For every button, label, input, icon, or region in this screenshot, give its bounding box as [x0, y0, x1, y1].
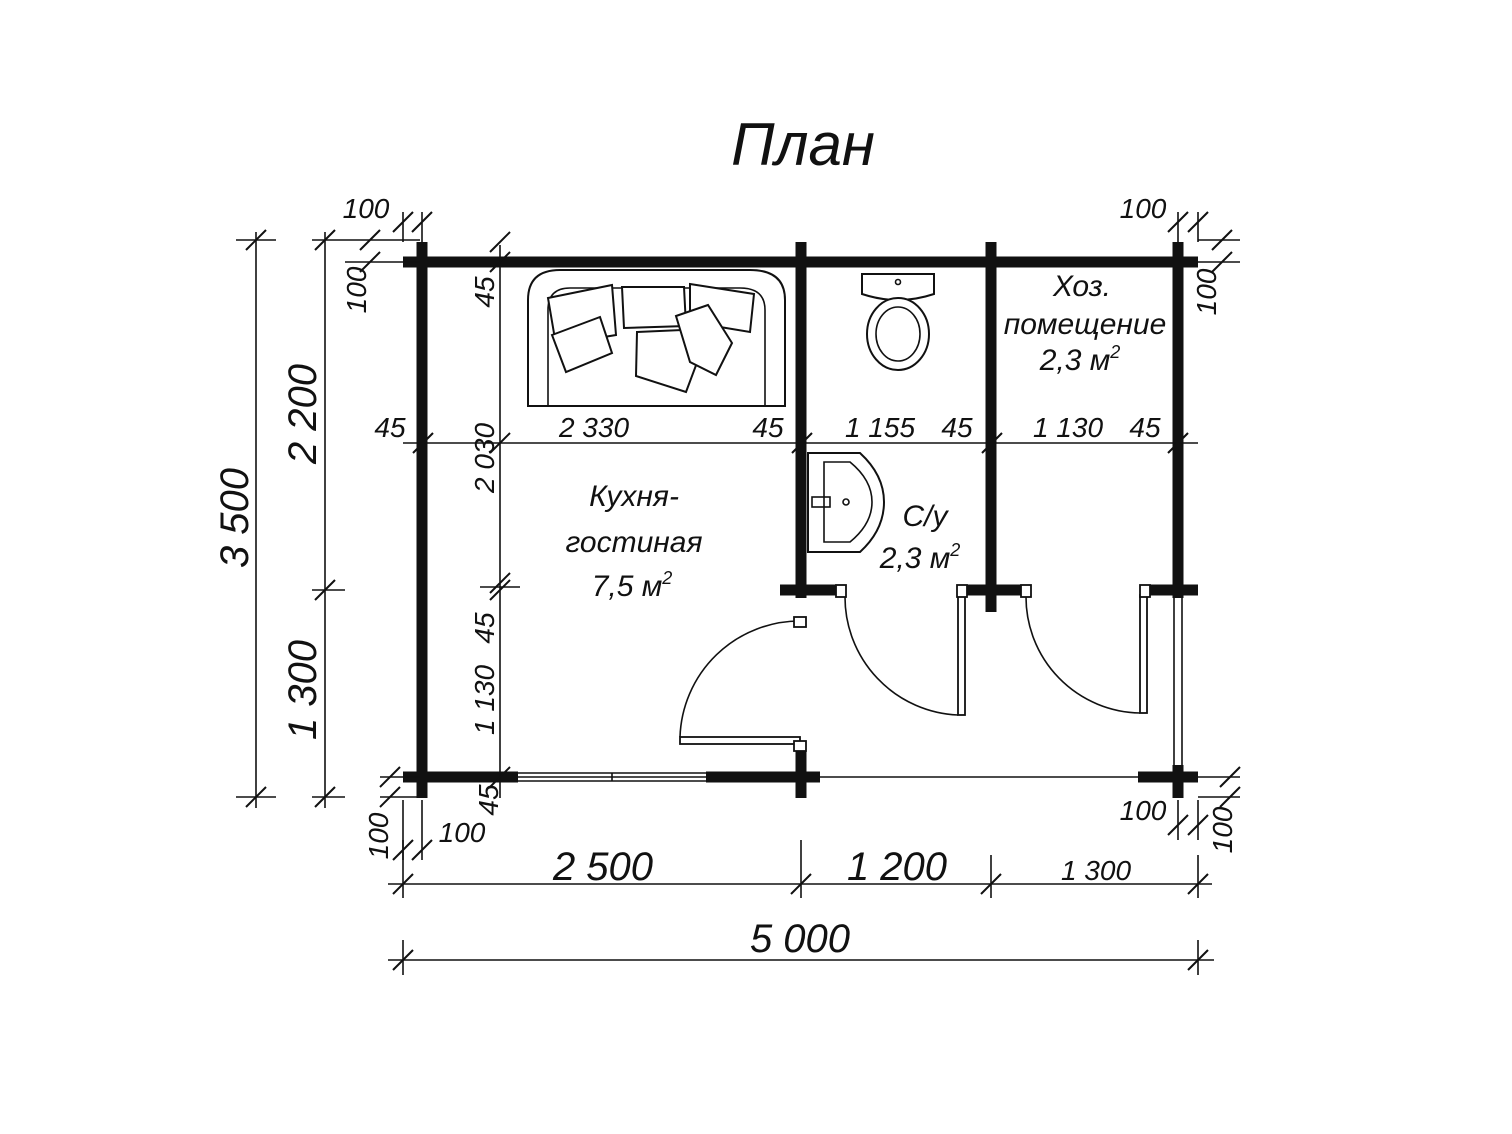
dim-100-top-left: 100: [343, 193, 390, 224]
kitchen-name-line2: гостиная: [565, 526, 702, 559]
kitchen-area: 7,5 м2: [592, 568, 673, 603]
dim-100-left-bottom: 100: [363, 812, 394, 859]
bathroom-area: 2,3 м2: [879, 540, 961, 575]
dim-45-vertical-bottom: 45: [473, 784, 504, 816]
utility-name-line2: помещение: [1004, 308, 1167, 341]
dim-2200: 2 200: [281, 364, 325, 465]
dim-100-left-top: 100: [341, 266, 372, 313]
dim-45-left: 45: [374, 412, 406, 443]
door-bathroom: [835, 584, 968, 716]
door-utility: [1020, 584, 1151, 714]
dim-total-width: 5 000: [750, 917, 850, 961]
utility-name-line1: Хоз.: [1052, 270, 1111, 303]
dim-45-vertical-mid: 45: [469, 612, 500, 644]
dim-45-partition1: 45: [752, 412, 784, 443]
dimension-lines: [236, 211, 1241, 975]
room-utility-label: Хоз. помещение 2,3 м2: [1004, 270, 1167, 377]
bathroom-name: С/у: [903, 500, 950, 533]
dim-100-bottom-left: 100: [439, 817, 486, 848]
sofa-icon: [527, 269, 786, 407]
dim-2030: 2 030: [469, 423, 500, 494]
dim-2330: 2 330: [558, 412, 629, 443]
dim-1200: 1 200: [847, 845, 947, 889]
sink-icon: [807, 452, 886, 553]
kitchen-name-line1: Кухня-: [589, 480, 679, 513]
utility-area: 2,3 м2: [1039, 342, 1121, 377]
dim-100-bottom-right: 100: [1120, 795, 1167, 826]
window-right: [1173, 598, 1183, 765]
dim-2500: 2 500: [552, 845, 653, 889]
dim-45-partition2: 45: [941, 412, 973, 443]
dim-1300-bottom: 1 300: [1061, 855, 1131, 886]
walls: [403, 242, 1198, 798]
dim-100-top-right: 100: [1120, 193, 1167, 224]
toilet-icon: [861, 273, 935, 371]
dim-total-height: 3 500: [213, 468, 257, 568]
dim-45-right: 45: [1129, 412, 1161, 443]
dimension-labels: 2 500 1 200 1 300 5 000 3 500 2 200 1 30…: [213, 193, 1238, 961]
room-kitchen-label: Кухня- гостиная 7,5 м2: [565, 480, 702, 603]
room-bathroom-label: С/у 2,3 м2: [879, 500, 961, 575]
door-kitchen: [679, 616, 807, 752]
dim-1155: 1 155: [845, 412, 915, 443]
dim-100-right-bottom: 100: [1207, 806, 1238, 853]
dim-100-right-top: 100: [1191, 268, 1222, 315]
dim-1130-horizontal: 1 130: [1033, 412, 1103, 443]
dim-1300-left: 1 300: [281, 640, 325, 740]
dim-45-vertical-top: 45: [469, 276, 500, 308]
dim-1130-vertical: 1 130: [469, 665, 500, 735]
plan-title: План: [731, 111, 875, 178]
window-bottom: [518, 772, 706, 782]
